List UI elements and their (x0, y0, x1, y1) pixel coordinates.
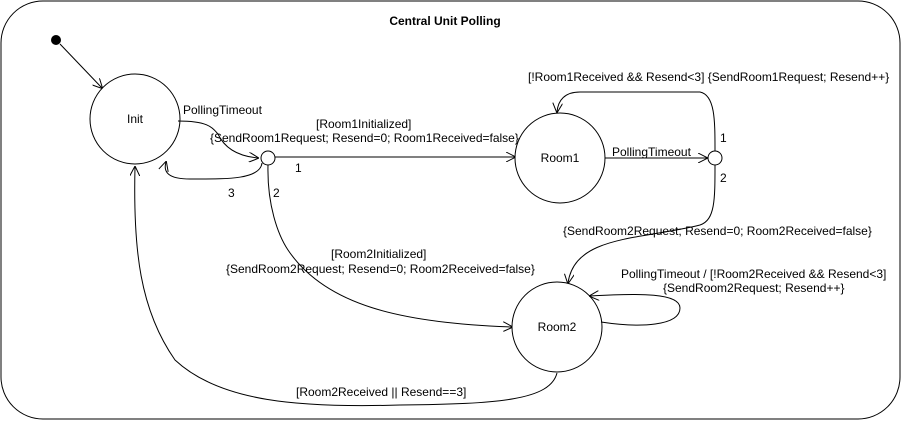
choice-point-1 (260, 150, 276, 166)
label-choice1-branch-1: 1 (295, 161, 302, 175)
state-room2-label: Room2 (538, 320, 577, 334)
edge-room2-to-init (135, 167, 558, 407)
label-room1-guard: [Room1Initialized] (316, 117, 411, 131)
label-room2-loop-line2: {SendRoom2Request; Resend++} (663, 281, 844, 295)
edge-choice1-to-room2 (267, 164, 512, 327)
edge-choice1-to-init (165, 162, 263, 180)
edge-initial-to-init (59, 43, 102, 88)
label-room2-guard: [Room2Initialized] (331, 247, 426, 261)
label-choice1-branch-2: 2 (273, 186, 280, 200)
edge-init-to-choice1 (177, 120, 258, 158)
label-room2-to-init-guard: [Room2Received || Resend==3] (296, 385, 466, 399)
state-init (89, 73, 181, 165)
state-room2 (511, 281, 603, 373)
state-init-label: Init (127, 112, 144, 126)
state-room1-label: Room1 (541, 151, 580, 165)
label-room2-loop-line1: PollingTimeout / [!Room2Received && Rese… (621, 267, 886, 281)
label-choice2-branch-1: 1 (720, 131, 727, 145)
label-room1-to-room2-action: {SendRoom2Request; Resend=0; Room2Receiv… (563, 224, 872, 238)
label-room1-polling-timeout: PollingTimeout (612, 145, 692, 159)
label-choice1-branch-3: 3 (228, 186, 235, 200)
edge-room2-self-loop (590, 294, 681, 326)
initial-state-dot (51, 35, 61, 45)
edge-choice2-to-room2 (568, 164, 716, 283)
label-room1-action: {SendRoom1Request; Resend=0; Room1Receiv… (210, 131, 519, 145)
edge-choice2-to-room1 (557, 91, 716, 152)
label-room2-action: {SendRoom2Request; Resend=0; Room2Receiv… (226, 262, 535, 276)
diagram-title: Central Unit Polling (389, 14, 500, 28)
choice-point-2 (707, 150, 723, 166)
label-room1-loop: [!Room1Received && Resend<3] {SendRoom1R… (528, 70, 889, 84)
label-choice2-branch-2: 2 (720, 171, 727, 185)
label-init-polling-timeout: PollingTimeout (183, 103, 263, 117)
